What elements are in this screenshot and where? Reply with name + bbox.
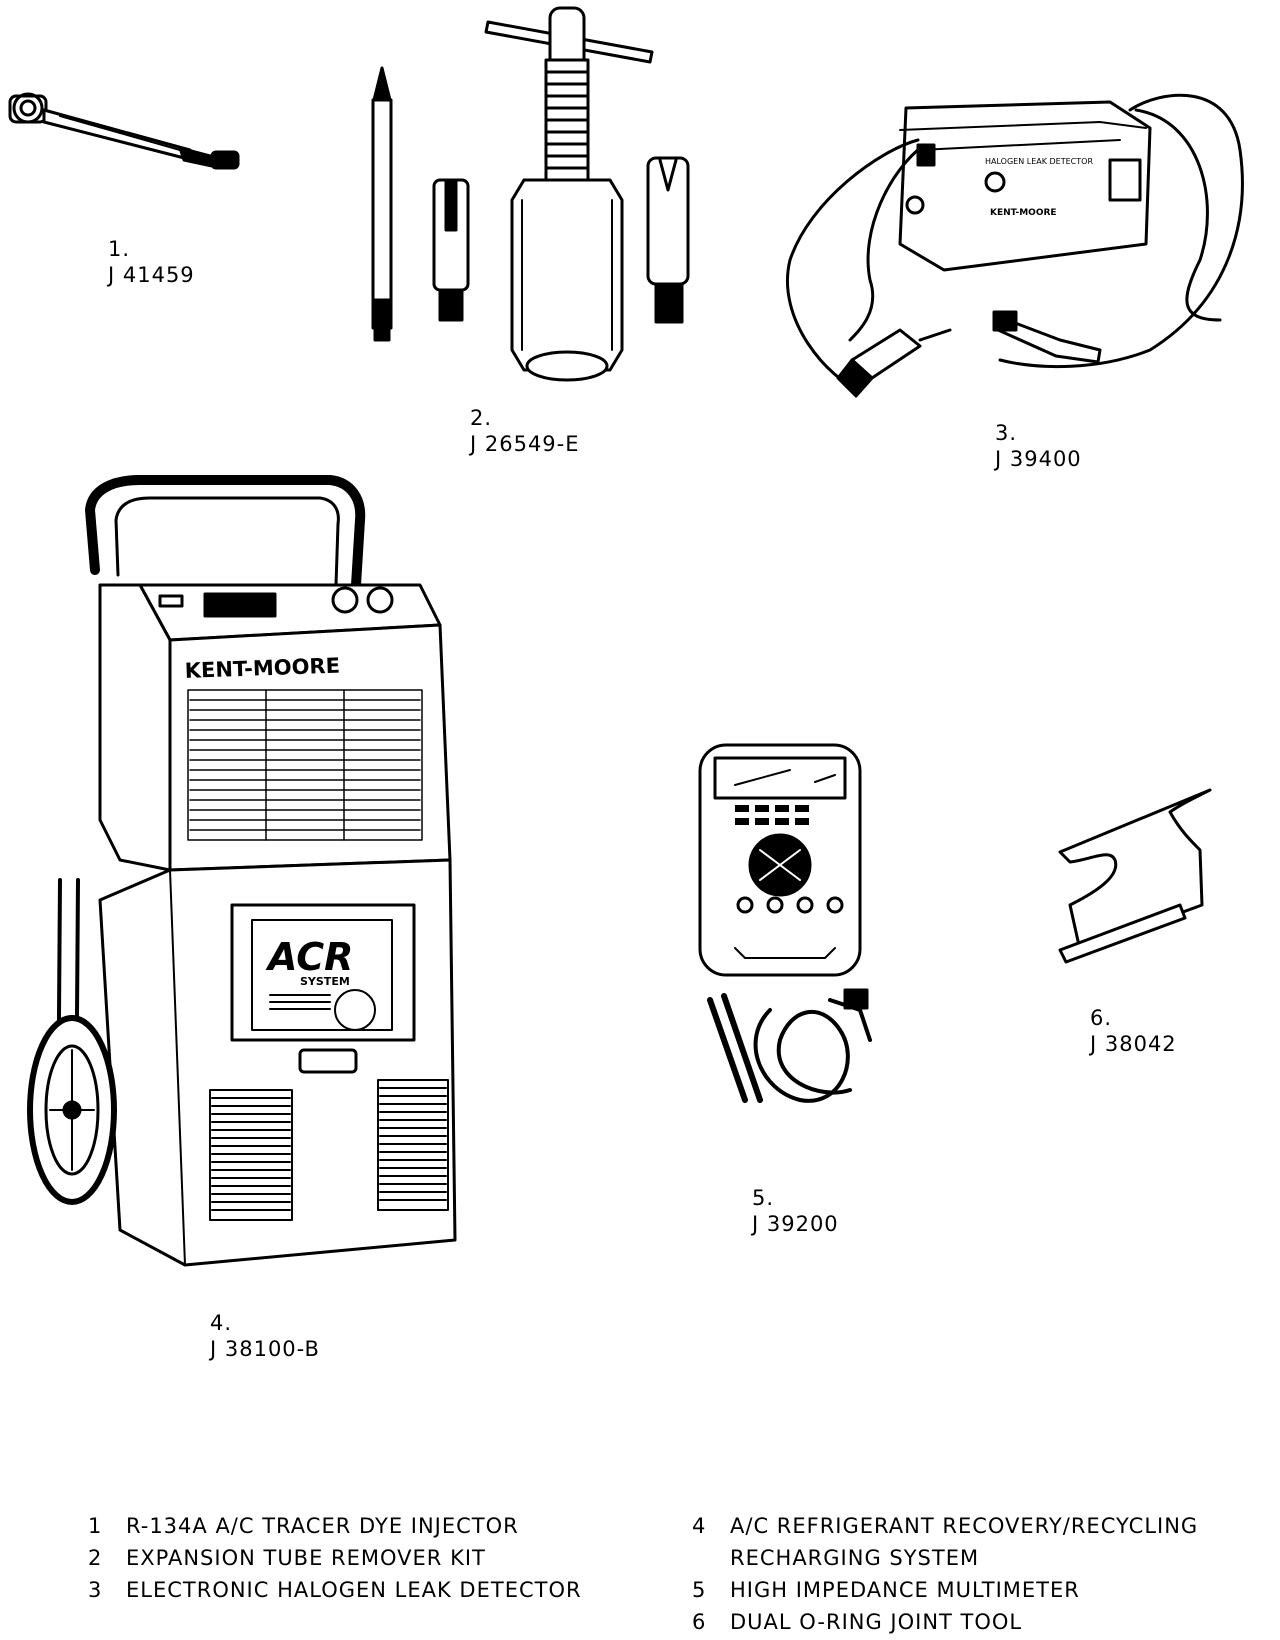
legend-left: 1 R-134A A/C TRACER DYE INJECTOR 2 EXPAN… <box>88 1510 582 1606</box>
tool-callout-2: 2. J 26549-E <box>470 405 580 457</box>
tool-callout-4: 4. J 38100-B <box>210 1310 320 1362</box>
legend-description: R-134A A/C TRACER DYE INJECTOR <box>126 1514 519 1538</box>
legend-number: 4 <box>692 1514 707 1538</box>
legend-number: 2 <box>88 1546 103 1570</box>
legend-item: 2 EXPANSION TUBE REMOVER KIT <box>88 1542 582 1574</box>
legend-description: RECHARGING SYSTEM <box>730 1546 980 1570</box>
callout-number: 1. <box>108 237 131 261</box>
legend-right: 4 A/C REFRIGERANT RECOVERY/RECYCLING REC… <box>692 1510 1198 1638</box>
legend-item: 4 A/C REFRIGERANT RECOVERY/RECYCLING <box>692 1510 1198 1542</box>
recovery-brand: KENT-MOORE <box>184 654 340 683</box>
recovery-station-icon: KENT-MOORE ACR SYSTEM <box>27 475 457 1267</box>
callout-part: J 39400 <box>995 447 1082 471</box>
leak-detector-title: HALOGEN LEAK DETECTOR <box>985 157 1093 166</box>
legend-description: EXPANSION TUBE REMOVER KIT <box>126 1546 486 1570</box>
tool-callout-3: 3. J 39400 <box>995 420 1082 472</box>
legend-number <box>692 1542 730 1574</box>
legend-item: 1 R-134A A/C TRACER DYE INJECTOR <box>88 1510 582 1542</box>
recovery-badge: ACR <box>265 935 353 979</box>
legend-description: HIGH IMPEDANCE MULTIMETER <box>730 1578 1080 1602</box>
legend-number: 3 <box>88 1578 103 1602</box>
leak-detector-brand: KENT-MOORE <box>990 208 1057 218</box>
legend-description: A/C REFRIGERANT RECOVERY/RECYCLING <box>730 1514 1199 1538</box>
callout-part: J 38042 <box>1090 1032 1177 1056</box>
multimeter-icon <box>698 743 872 1103</box>
legend-description: DUAL O-RING JOINT TOOL <box>730 1610 1023 1634</box>
expansion-tube-kit-icon <box>371 6 690 382</box>
legend-number: 1 <box>88 1514 103 1538</box>
callout-number: 6. <box>1090 1006 1113 1030</box>
callout-part: J 26549-E <box>470 432 580 456</box>
legend-item: 6 DUAL O-RING JOINT TOOL <box>692 1606 1198 1638</box>
callout-number: 4. <box>210 1311 233 1335</box>
legend-number: 6 <box>692 1610 707 1634</box>
leak-detector-icon: HALOGEN LEAK DETECTOR KENT-MOORE <box>786 93 1244 398</box>
dye-injector-icon <box>8 92 240 170</box>
callout-part: J 38100-B <box>210 1337 320 1361</box>
legend-number: 5 <box>692 1578 707 1602</box>
callout-part: J 39200 <box>752 1212 839 1236</box>
legend-item: 5 HIGH IMPEDANCE MULTIMETER <box>692 1574 1198 1606</box>
callout-part: J 41459 <box>108 263 195 287</box>
oring-joint-tool-icon <box>1058 788 1212 964</box>
tool-callout-5: 5. J 39200 <box>752 1185 839 1237</box>
legend-item: 3 ELECTRONIC HALOGEN LEAK DETECTOR <box>88 1574 582 1606</box>
recovery-badge-sub: SYSTEM <box>300 975 350 988</box>
callout-number: 2. <box>470 406 493 430</box>
callout-number: 3. <box>995 421 1018 445</box>
tool-callout-6: 6. J 38042 <box>1090 1005 1177 1057</box>
callout-number: 5. <box>752 1186 775 1210</box>
legend-item: RECHARGING SYSTEM <box>692 1542 1198 1574</box>
legend-description: ELECTRONIC HALOGEN LEAK DETECTOR <box>126 1578 582 1602</box>
tool-callout-1: 1. J 41459 <box>108 236 195 288</box>
